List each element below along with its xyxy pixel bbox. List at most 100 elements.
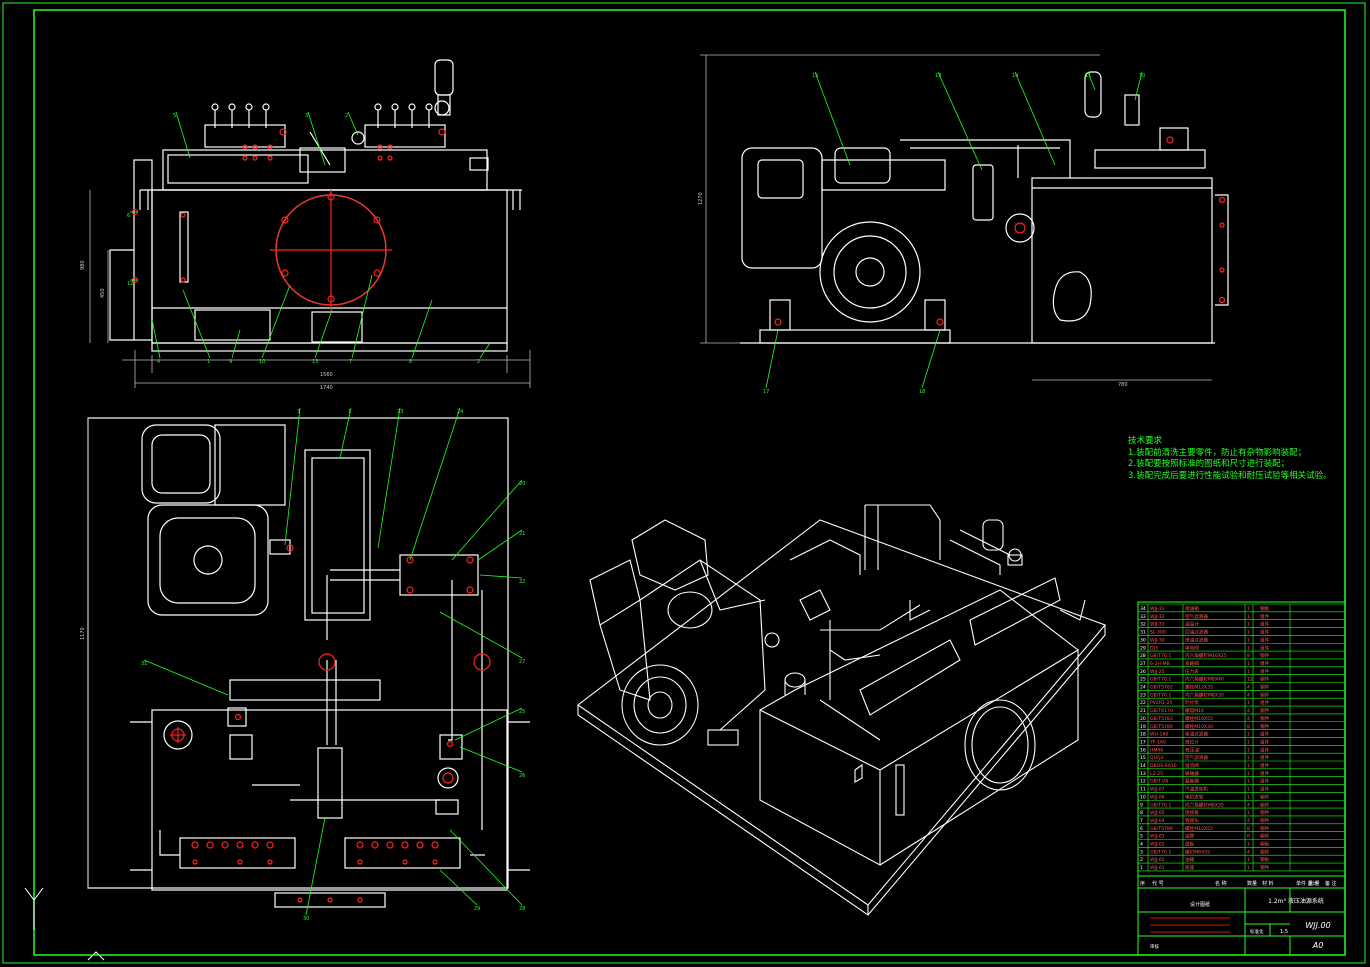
bom-cell: 螺栓M12X35 xyxy=(1185,684,1213,691)
callout-number: 9 xyxy=(229,359,232,365)
bom-header-cell: 备 注 xyxy=(1325,880,1337,887)
bom-cell: 1 xyxy=(1247,637,1250,643)
dim-front-inner-height: 450 xyxy=(100,288,106,298)
bom-cell: 组件 xyxy=(1260,668,1270,675)
side-view-leaders xyxy=(765,71,1143,389)
front-view xyxy=(109,59,522,352)
callout-number: 7 xyxy=(349,359,352,365)
bom-cell: 6-2H-MB xyxy=(1150,661,1170,667)
leader-line xyxy=(261,284,291,359)
callout-number: 23 xyxy=(397,409,403,415)
bom-cell: GB/T70.1 xyxy=(1150,849,1171,855)
bom-cell: 18 xyxy=(1140,732,1146,738)
callout-number: 27 xyxy=(519,659,525,665)
bom-cell: 钢板 xyxy=(1260,856,1270,863)
callout-number: 10 xyxy=(1139,73,1145,79)
bom-cell: 8 xyxy=(1140,810,1143,816)
technical-requirements: 技术要求 1.装配前清洗主要零件，防止有杂物影响装配； 2.装配要按照标准的图纸… xyxy=(1128,436,1332,482)
bom-cell: 压力表 xyxy=(1185,668,1199,675)
bom-cell: YF-160 xyxy=(1149,739,1166,745)
bom-cell: 13 xyxy=(1140,771,1146,777)
plan-view-markers xyxy=(170,544,491,903)
bom-cell: 8 xyxy=(1247,653,1250,659)
leader-line xyxy=(182,289,211,359)
bom-cell: WJJ-07 xyxy=(1150,787,1165,793)
bom-header-cell: 重 量 xyxy=(1308,880,1320,887)
leader-line xyxy=(284,407,301,546)
bom-cell: 4 xyxy=(1247,692,1250,698)
bom-header-cell: 序 xyxy=(1140,880,1145,887)
bom-cell: 液位计 xyxy=(1185,738,1199,745)
bom-cell: 23 xyxy=(1140,692,1146,698)
bom-cell: GB/T70.1 xyxy=(1150,692,1171,698)
bom-cell: 24 xyxy=(1140,685,1146,691)
front-view-markers xyxy=(131,128,446,310)
leader-line xyxy=(143,659,229,696)
bom-cell: 钢件 xyxy=(1260,676,1270,683)
bom-cell: 34 xyxy=(1140,606,1146,612)
bom-cell: WJJ-01 xyxy=(1150,865,1165,871)
bom-cell: WJJ-30 xyxy=(1150,637,1165,643)
callout-number: 13 xyxy=(312,359,318,365)
callout-number: 10 xyxy=(259,359,265,365)
bom-cell: 组件 xyxy=(1260,621,1270,628)
bom-cell: 组件 xyxy=(1260,770,1270,777)
bom-cell: 4 xyxy=(1247,849,1250,855)
bom-cell: 1 xyxy=(1247,779,1250,785)
bom-cell: 21 xyxy=(1140,708,1146,714)
callout-number: 29 xyxy=(474,906,480,912)
callout-number: 21 xyxy=(519,531,525,537)
callout-number: 3 xyxy=(305,113,308,119)
bom-cell: 钢件 xyxy=(1260,848,1270,855)
bom-cell: 1 xyxy=(1247,787,1250,793)
bom-cell: 钢件 xyxy=(1260,715,1270,722)
bom-cell: 组件 xyxy=(1260,762,1270,769)
callout-number: 18 xyxy=(919,389,925,395)
bom-cell: 电机支架 xyxy=(1185,793,1204,800)
bom-cell: 1 xyxy=(1247,747,1250,753)
bom-cell: WJJ-32 xyxy=(1150,614,1165,620)
dim-front-height: 980 xyxy=(80,260,86,270)
bom-header-cell: 单件 总计 xyxy=(1296,880,1318,887)
leader-line xyxy=(479,574,523,579)
bom-cell: WJJ-31 xyxy=(1150,606,1165,612)
callout-number: 24 xyxy=(457,409,463,415)
leader-line xyxy=(479,342,491,359)
bom-cell: 管接头 xyxy=(1185,817,1199,824)
callout-number: 8 xyxy=(409,359,412,365)
title-block-red-marks xyxy=(1150,917,1230,933)
bom-cell: 9 xyxy=(1140,802,1143,808)
callout-number: 2 xyxy=(477,359,480,365)
bom-cell: 蓄能器 xyxy=(1185,778,1199,785)
bom-cell: 钢板 xyxy=(1260,841,1270,848)
bom-cell: 单向阀 xyxy=(1185,644,1199,651)
dim-plan-height: 1170 xyxy=(80,627,86,640)
bom-cell: 3 xyxy=(1140,849,1143,855)
bom-cell: GB/T5782 xyxy=(1150,685,1173,691)
bom-cell: 1 xyxy=(1247,645,1250,651)
bom-cell: 盖板 xyxy=(1185,841,1195,848)
bom-cell: 组件 xyxy=(1260,636,1270,643)
bom-cell: 油管 xyxy=(1185,833,1195,840)
bom-cell: 油温计 xyxy=(1185,621,1199,628)
bom-cell: 内六角螺钉M8X40 xyxy=(1185,676,1224,683)
callout-number: 22 xyxy=(519,579,525,585)
bom-cell: 钢件 xyxy=(1260,793,1270,800)
bom-cell: 组件 xyxy=(1260,746,1270,753)
title-block-scale: 1:5 xyxy=(1280,929,1288,935)
callout-number: 12 xyxy=(127,281,133,287)
bom-cell: 6 xyxy=(1140,826,1143,832)
bom-cell: 溢流阀 xyxy=(1185,762,1199,769)
callout-number: 2 xyxy=(345,113,348,119)
leader-line xyxy=(451,479,523,561)
bom-cell: 钢件 xyxy=(1260,652,1270,659)
callout-number: 20 xyxy=(519,481,525,487)
bom-cell: 内六角螺钉M8X35 xyxy=(1185,801,1224,808)
bom-cell: DJ3 xyxy=(1150,645,1158,651)
bom-cell: 钢件 xyxy=(1260,684,1270,691)
bom-cell: 钢件 xyxy=(1260,825,1270,832)
bom-cell: WJJ-04 xyxy=(1150,818,1165,824)
bom-cell: 1 xyxy=(1247,763,1250,769)
